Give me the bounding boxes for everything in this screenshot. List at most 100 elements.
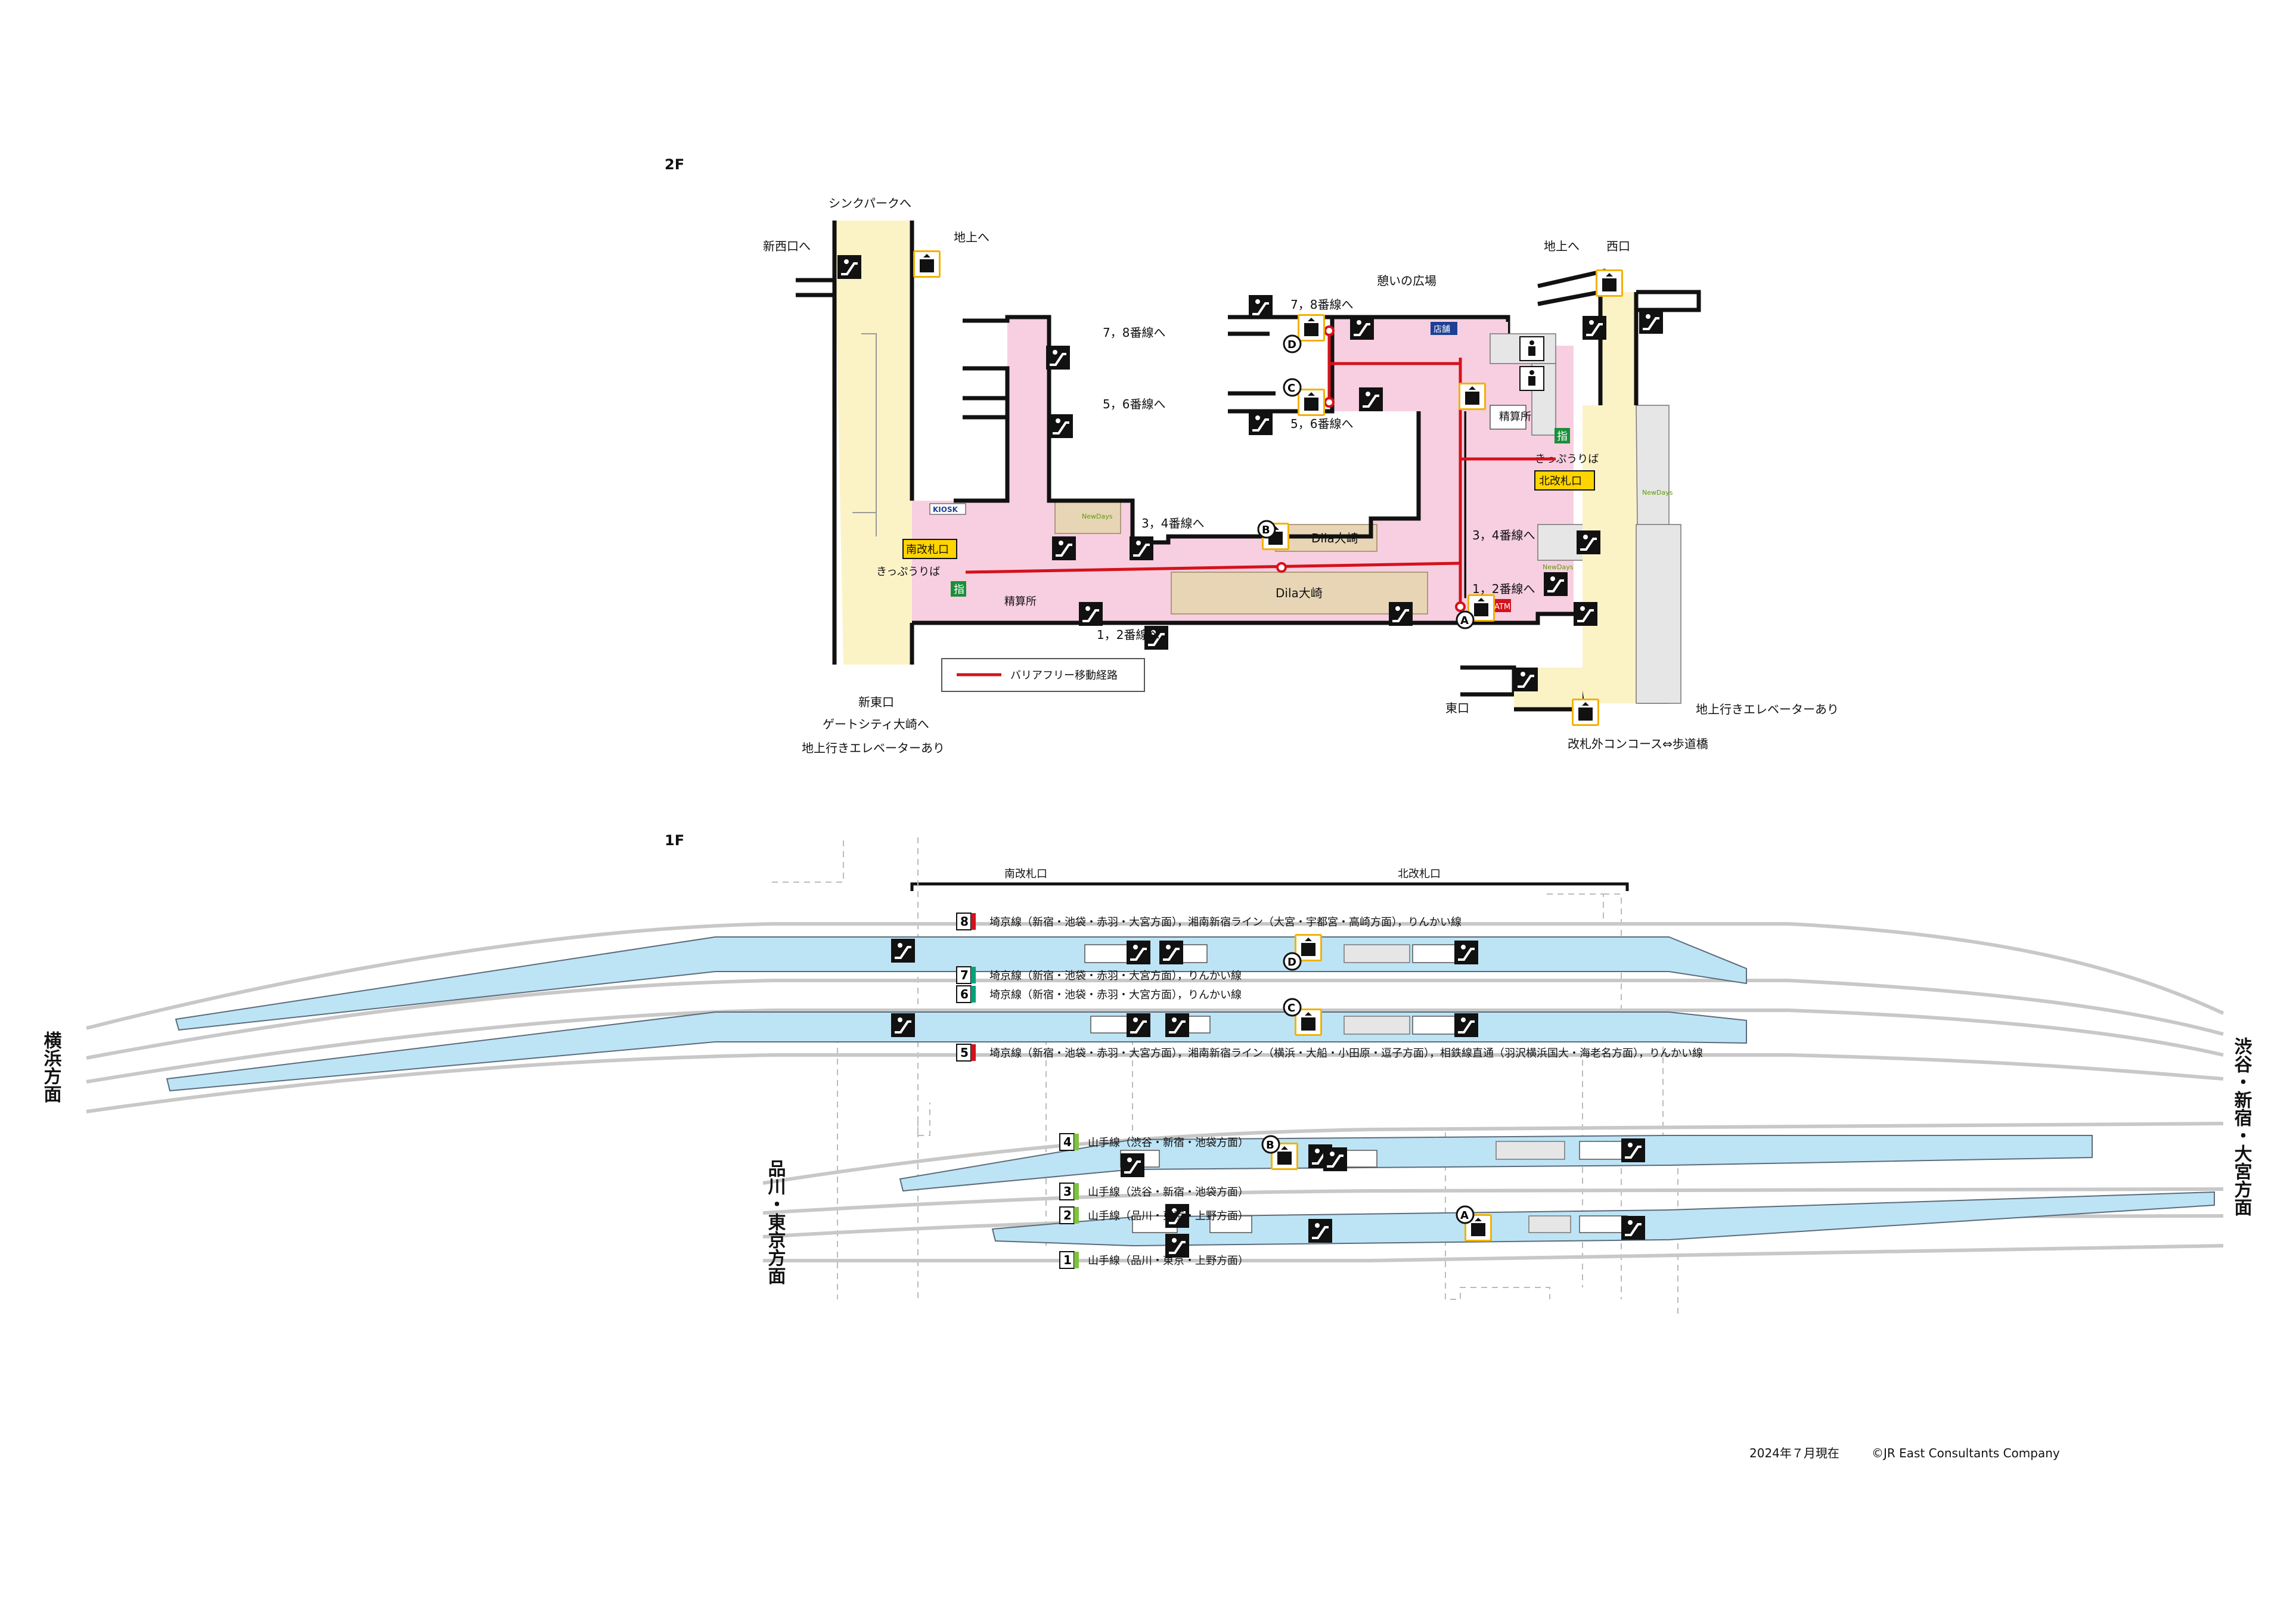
track-1-text: 山手線（品川・東京・上野方面） [1088, 1255, 1249, 1267]
reserved-label-right: 指 [1557, 430, 1568, 443]
track-5-text: 埼京線（新宿・池袋・赤羽・大宮方面），湘南新宿ライン（横浜・大船・小田原・逗子方… [989, 1047, 1703, 1060]
to-78-center-label: 7，8番線へ [1290, 297, 1353, 312]
east-free-passage [1460, 268, 1701, 712]
ticket-right-label: きっぷうりば [1535, 453, 1599, 466]
gate-city-label: ゲートシティ大崎へ [823, 717, 929, 731]
to-12-left-label: 1，2番線へ [1097, 628, 1159, 642]
dila-shop-lower [1171, 572, 1428, 615]
reserved-badge-right [1555, 428, 1570, 443]
elevator-a-1f: A [1460, 1209, 1469, 1222]
elevator-d-2f: D [1287, 339, 1296, 351]
building-outline [772, 837, 1678, 1317]
track-5-no: 5 [960, 1045, 969, 1060]
reserved-badge-left [951, 581, 966, 597]
south-gate-label: 南改札口 [906, 544, 949, 556]
track-8-text: 埼京線（新宿・池袋・赤羽・大宮方面），湘南新宿ライン（大宮・宇都宮・高崎方面），… [989, 916, 1462, 929]
track-8: 8 埼京線（新宿・池袋・赤羽・大宮方面），湘南新宿ライン（大宮・宇都宮・高崎方面… [956, 913, 1462, 930]
track-5: 5 埼京線（新宿・池袋・赤羽・大宮方面），湘南新宿ライン（横浜・大船・小田原・逗… [956, 1044, 1703, 1062]
new-west-exit-label: 新西口へ [763, 239, 811, 253]
track-1: 1 山手線（品川・東京・上野方面） [1059, 1251, 1249, 1269]
legend-label: バリアフリー移動経路 [1010, 669, 1118, 682]
north-gate-label: 北改札口 [1539, 475, 1582, 488]
fare-right-label: 精算所 [1499, 411, 1531, 423]
shop-sign [1431, 322, 1457, 335]
track-3-no: 3 [1063, 1184, 1072, 1199]
shop-sign-label: 店舗 [1434, 325, 1450, 334]
floor-label-2f: 2F [665, 156, 684, 173]
track-2-text: 山手線（品川・東京・上野方面） [1088, 1210, 1249, 1222]
to-12-right-label: 1，2番線へ [1472, 582, 1535, 596]
plaza-label: 憩いの広場 [1377, 274, 1436, 288]
track-4-no: 4 [1063, 1135, 1072, 1149]
escalator-icons-1f [890, 938, 1646, 1259]
to-34-right-label: 3，4番線へ [1472, 528, 1535, 542]
elevator-c-2f: C [1287, 382, 1295, 395]
elevator-note-right: 地上行きエレベーターあり [1696, 702, 1839, 716]
footer-date: 2024年７月現在 [1749, 1446, 1839, 1460]
new-east-exit-label: 新東口 [858, 695, 894, 709]
direction-right-label: 渋谷・新宿・大宮方面 [2231, 1037, 2252, 1216]
think-park-label: シンクパークへ [829, 196, 911, 210]
fare-left-label: 精算所 [1004, 595, 1037, 608]
elevator-markers-2f [1257, 334, 1475, 629]
elevator-note-left: 地上行きエレベーターあり [802, 741, 945, 755]
kiosk-sign [929, 503, 966, 515]
track-3-text: 山手線（渋谷・新宿・池袋方面） [1088, 1186, 1249, 1199]
to-56-center-label: 5，6番線へ [1290, 417, 1353, 431]
elevator-a-2f: A [1460, 615, 1469, 627]
to-ground-left-label: 地上へ [954, 230, 989, 244]
kiosk-label: KIOSK [933, 505, 958, 514]
to-34-left-label: 3，4番線へ [1141, 516, 1204, 530]
track-4: 4 山手線（渋谷・新宿・池袋方面） [1059, 1133, 1249, 1151]
ticket-left-label: きっぷうりば [876, 566, 940, 578]
atm-badge [1493, 599, 1511, 612]
track-6-no: 6 [960, 987, 969, 1001]
platforms [166, 936, 2215, 1247]
platform-fixtures [1084, 944, 1628, 1233]
outer-concourse-label: 改札外コンコース⇔歩道橋 [1568, 737, 1708, 751]
newdays-label-mid: NewDays [1543, 563, 1574, 571]
to-78-left-label: 7，8番線へ [1103, 325, 1165, 340]
tracks [86, 922, 2224, 1262]
reserved-label-left: 指 [954, 584, 964, 596]
legend: バリアフリー移動経路 [941, 658, 1145, 692]
atm-label: ATM [1494, 603, 1510, 612]
floor-label-1f: 1F [665, 832, 684, 849]
track-3: 3 山手線（渋谷・新宿・池袋方面） [1059, 1183, 1249, 1200]
gate-bracket [910, 882, 1629, 891]
west-exit-label: 西口 [1606, 239, 1630, 253]
north-gate-1f-label: 北改札口 [1398, 868, 1441, 880]
track-1-no: 1 [1063, 1253, 1072, 1267]
dila-lower-label: Dila大崎 [1276, 586, 1323, 600]
newdays-label-east: NewDays [1642, 489, 1673, 496]
elevator-b-2f: B [1262, 524, 1270, 536]
track-7: 7 埼京線（新宿・池袋・赤羽・大宮方面），りんかい線 [956, 966, 1242, 984]
toilet-icon-men [1519, 336, 1544, 361]
track-7-no: 7 [960, 968, 969, 982]
track-4-text: 山手線（渋谷・新宿・池袋方面） [1088, 1137, 1249, 1149]
to-ground-right-label: 地上へ [1544, 239, 1580, 253]
newdays-shop-left [1054, 500, 1121, 534]
track-6: 6 埼京線（新宿・池袋・赤羽・大宮方面），りんかい線 [956, 985, 1242, 1003]
west-free-passage [796, 221, 914, 665]
south-gate-badge [902, 539, 957, 559]
track-labels: 8 埼京線（新宿・池袋・赤羽・大宮方面），湘南新宿ライン（大宮・宇都宮・高崎方面… [956, 913, 1703, 1269]
track-8-no: 8 [960, 914, 969, 929]
elevator-c-1f: C [1287, 1002, 1295, 1014]
footer-copyright: ©JR East Consultants Company [1872, 1446, 2060, 1460]
direction-mid-label: 品川・東京方面 [765, 1159, 786, 1284]
track-6-text: 埼京線（新宿・池袋・赤羽・大宮方面），りんかい線 [989, 989, 1242, 1001]
direction-left-label: 横浜方面 [41, 1031, 62, 1103]
east-exit-label: 東口 [1445, 701, 1469, 715]
north-gate-badge [1534, 470, 1595, 491]
elevator-d-1f: D [1287, 956, 1296, 969]
track-2: 2 山手線（品川・東京・上野方面） [1059, 1206, 1249, 1224]
south-gate-1f-label: 南改札口 [1004, 868, 1047, 880]
toilet-icon-women [1519, 366, 1544, 391]
to-56-left-label: 5，6番線へ [1103, 397, 1165, 411]
track-7-text: 埼京線（新宿・池袋・赤羽・大宮方面），りんかい線 [989, 970, 1242, 982]
newdays-label-left: NewDays [1082, 513, 1113, 520]
elevator-markers-1f [1261, 952, 1475, 1224]
elevator-b-1f: B [1266, 1139, 1274, 1152]
